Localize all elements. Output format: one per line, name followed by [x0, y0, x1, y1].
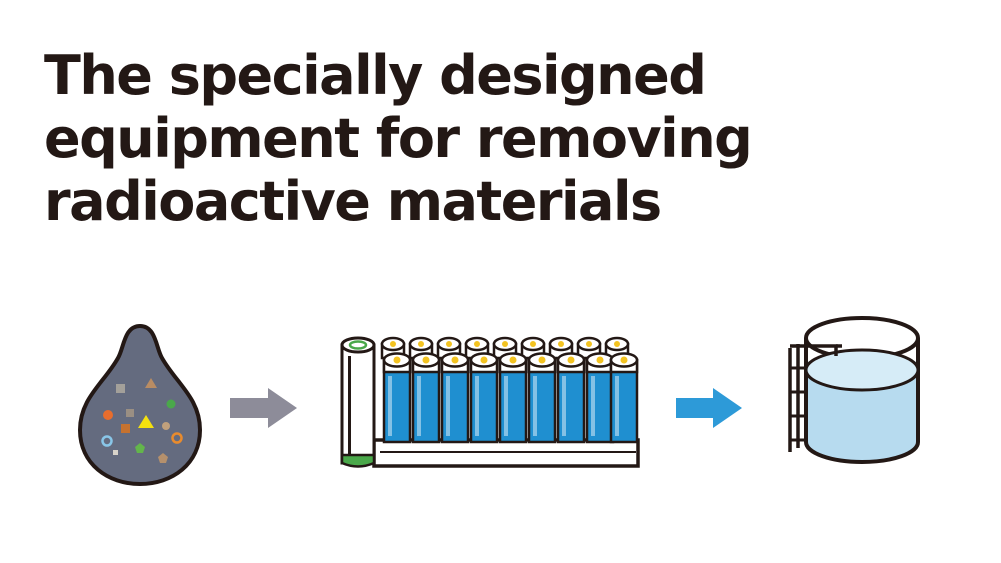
blue-arrow-right-icon — [676, 388, 742, 428]
grey-arrow-right-icon — [230, 388, 297, 428]
pre-filter-column — [340, 336, 376, 468]
filter-vessels-equipment-icon — [340, 336, 640, 468]
title-line-3: radioactive materials — [44, 170, 662, 233]
particles — [101, 378, 183, 463]
title-line-2: equipment for removing — [44, 107, 753, 170]
contaminated-water-drop-icon — [78, 324, 202, 486]
page-title: The specially designed equipment for rem… — [44, 44, 944, 233]
treated-water-tank-icon — [788, 316, 920, 464]
front-row-vessels — [382, 352, 639, 444]
title-line-1: The specially designed — [44, 44, 707, 107]
